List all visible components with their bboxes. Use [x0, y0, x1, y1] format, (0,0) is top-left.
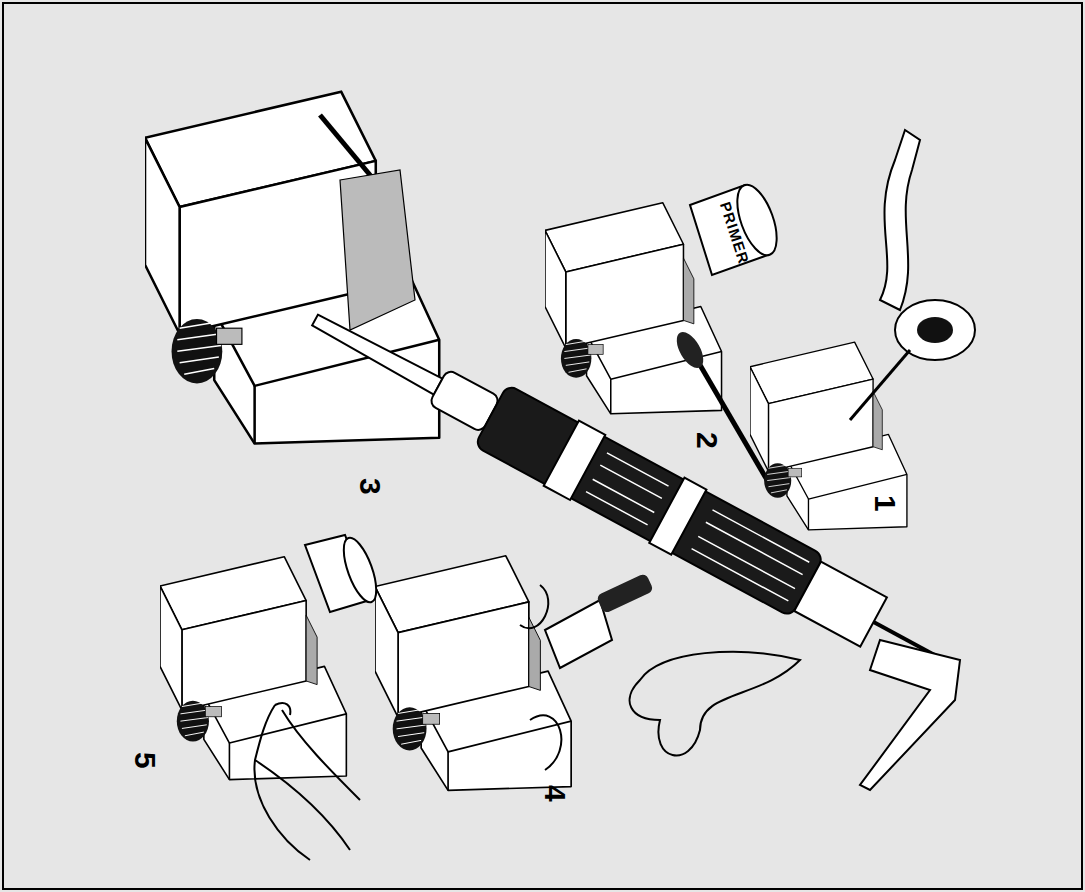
gun-handle	[860, 640, 960, 790]
primer-can	[690, 180, 785, 275]
step-number: 4	[540, 785, 570, 802]
step-number: 2	[692, 432, 722, 449]
step-number: 3	[355, 478, 385, 495]
step-number: 1	[870, 495, 900, 512]
caulking-gun	[297, 287, 966, 695]
tape-and-hose	[850, 130, 975, 420]
step-number: 5	[130, 752, 160, 769]
putty-knife	[520, 573, 654, 770]
compound-can-and-hand	[254, 534, 382, 860]
trigger-handle	[630, 652, 800, 756]
